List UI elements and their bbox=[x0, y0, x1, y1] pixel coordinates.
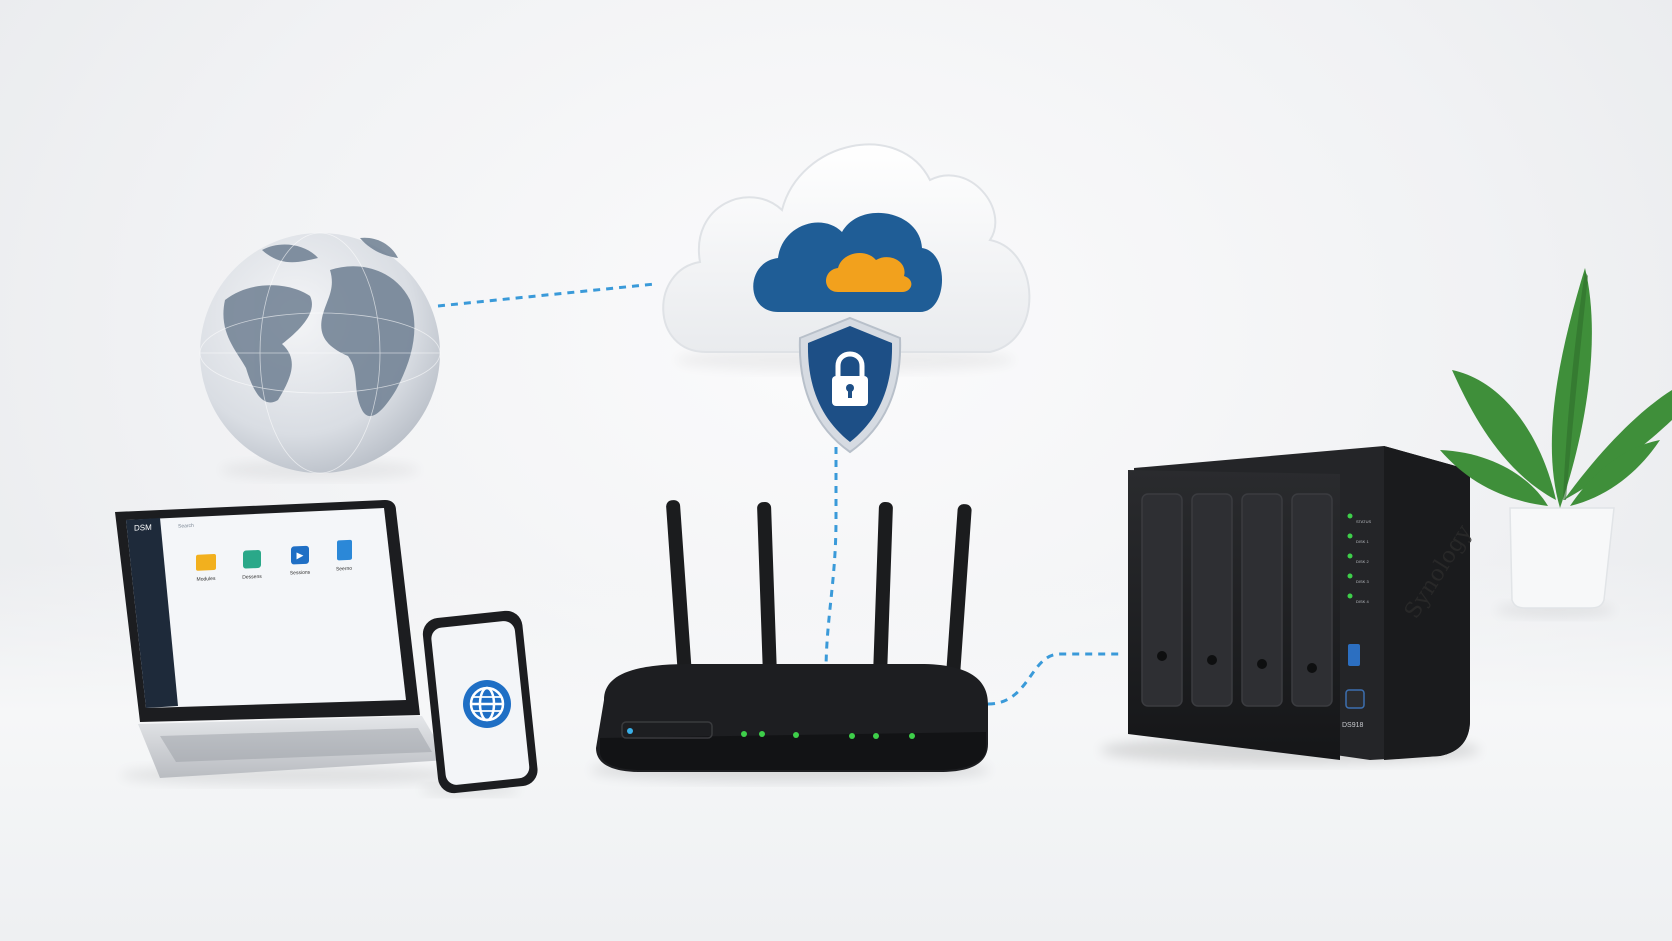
router-nas-link bbox=[987, 652, 1122, 706]
router-antennas bbox=[666, 500, 972, 680]
app-video: ▶ Sessions bbox=[284, 545, 316, 577]
search-placeholder: Search bbox=[178, 522, 194, 530]
app-label: Seerno bbox=[335, 565, 353, 573]
app-label: Sessions bbox=[289, 569, 311, 577]
laptop-screen-ui: DSM Search Modules Dessens ▶ Sessions Se… bbox=[126, 500, 396, 702]
shield-icon bbox=[798, 316, 902, 454]
status-label: STATUS bbox=[1356, 519, 1372, 524]
nas-status-labels: STATUS DISK 1 DISK 2 DISK 3 DISK 4 bbox=[1356, 512, 1371, 612]
status-label: DISK 1 bbox=[1356, 539, 1369, 544]
folder-icon bbox=[196, 553, 216, 571]
nas-status-leds bbox=[1347, 513, 1353, 599]
smartphone bbox=[420, 610, 538, 796]
video-icon: ▶ bbox=[291, 545, 309, 565]
cloud-icon bbox=[662, 143, 1031, 454]
sidebar-header: DSM bbox=[134, 522, 152, 533]
status-label: DISK 4 bbox=[1356, 599, 1369, 604]
inner-cloud-icon bbox=[753, 212, 943, 312]
potted-plant bbox=[1440, 268, 1672, 618]
nas-model-label: DS918 bbox=[1342, 722, 1364, 729]
app-folder: Modules bbox=[190, 553, 222, 583]
nas-drive-bays bbox=[1141, 493, 1333, 707]
laptop bbox=[115, 500, 460, 785]
app-label: Dessens bbox=[242, 573, 262, 581]
router-status-leds bbox=[627, 728, 915, 739]
connection-lines bbox=[437, 282, 1122, 706]
cloud-router-link bbox=[824, 447, 838, 673]
document-icon bbox=[336, 539, 352, 561]
lock-icon bbox=[832, 351, 868, 406]
status-label: DISK 2 bbox=[1356, 559, 1369, 564]
nas-device bbox=[1100, 446, 1480, 764]
globe-icon bbox=[199, 232, 441, 480]
app-documents: Seerno bbox=[328, 539, 360, 572]
router bbox=[590, 500, 990, 782]
photo-icon bbox=[243, 549, 261, 569]
globe-cloud-link bbox=[437, 282, 656, 308]
nas-drive-locks bbox=[1157, 651, 1317, 673]
status-label: DISK 3 bbox=[1356, 579, 1369, 584]
app-label: Modules bbox=[196, 575, 216, 583]
app-photos: Dessens bbox=[236, 549, 268, 581]
web-globe-icon bbox=[463, 680, 511, 728]
